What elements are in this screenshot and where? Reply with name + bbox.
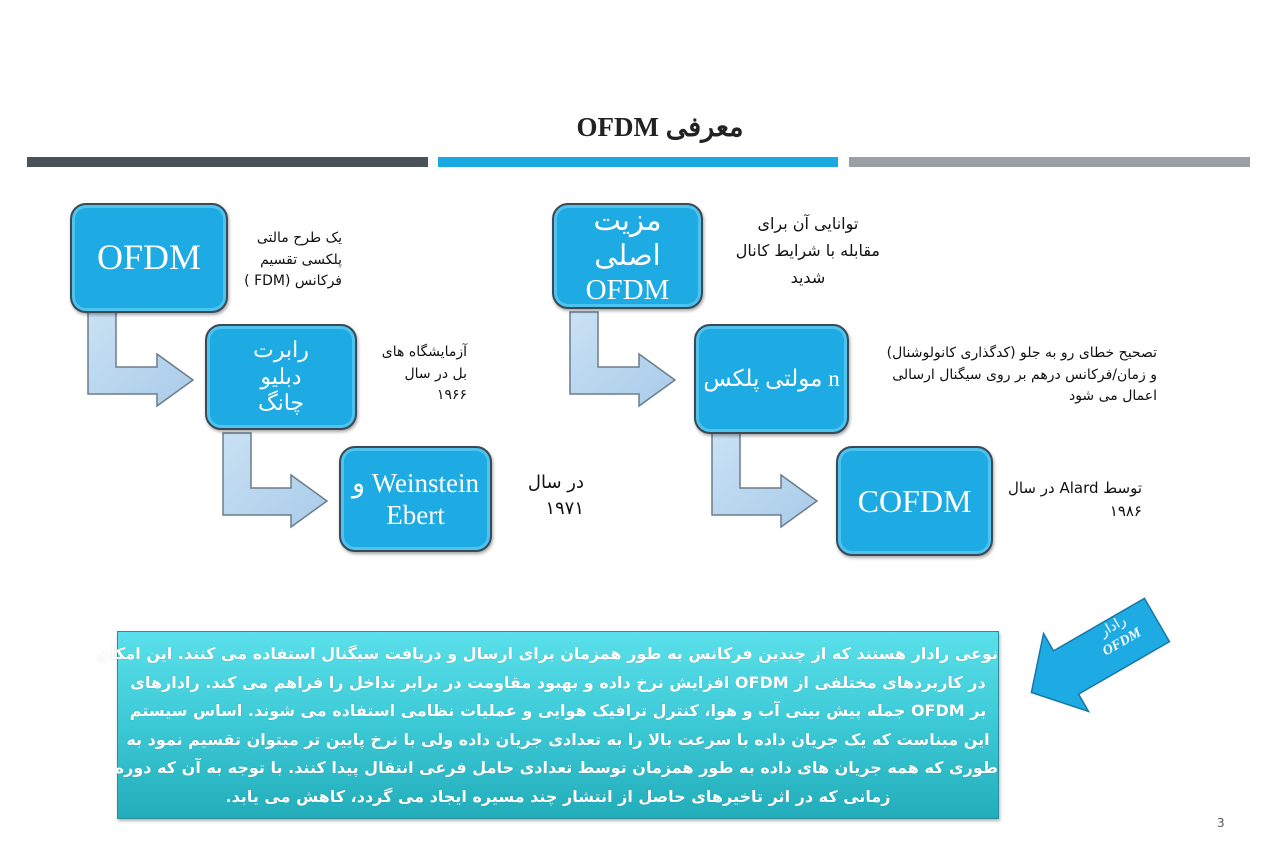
box-chang: رابرت دبلیو چانگ [205,324,357,430]
page-number: 3 [1217,816,1225,830]
arrow-1 [87,311,195,408]
box-main-advantage: مزیت اصلی OFDM [552,203,703,309]
callout-arrow [1030,597,1171,713]
divider-gray [849,157,1250,167]
arrow-2 [222,432,329,529]
arrow-4 [711,432,819,529]
box-n-multiplex: n مولتی پلکس [694,324,849,434]
box-cofdm: COFDM [836,446,993,556]
divider-dark [27,157,428,167]
box-weinstein-ebert: Weinstein و Ebert [339,446,492,552]
arrow-3 [569,311,677,408]
divider-blue [438,157,838,167]
note-multiplex: تصحیح خطای رو به جلو (کدگذاری کانولوشنال… [886,345,1157,405]
page-title: معرفی OFDM [576,112,744,142]
radar-description: نوعی رادار هستند که از چندین فرکانس به ط… [96,631,999,819]
box-ofdm: OFDM [70,203,228,313]
